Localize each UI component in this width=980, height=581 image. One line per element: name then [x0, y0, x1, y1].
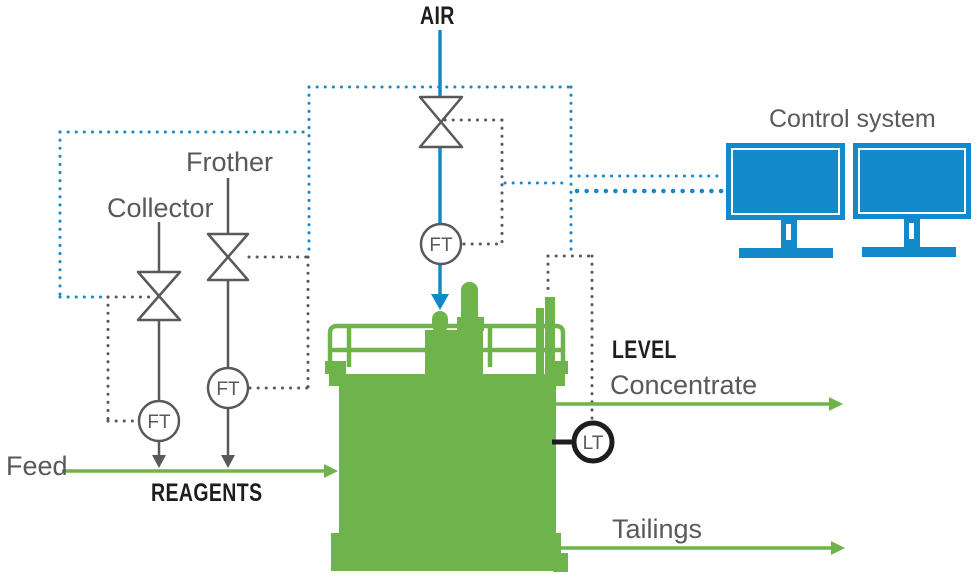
air-inlet-knob — [432, 311, 448, 333]
tailings-arrowhead — [831, 541, 845, 555]
monitor-right — [853, 143, 971, 257]
tank-base — [331, 533, 561, 571]
collector-arrowhead — [152, 455, 166, 468]
air-valve — [418, 95, 464, 149]
flotation-cell-tank — [325, 282, 568, 572]
monitor-right-neck-notch — [909, 223, 914, 239]
control-system-label: Control system — [769, 105, 936, 133]
tank-pipe-tall — [545, 297, 555, 378]
control-system-monitors — [726, 143, 971, 258]
collector-valve — [136, 270, 182, 322]
monitor-left-base — [739, 248, 833, 258]
air-label: AIR — [420, 2, 455, 30]
instrument-bubbles: FT FT FT LT — [137, 222, 615, 464]
monitor-left-screen — [731, 148, 840, 215]
air-ft-circle — [419, 222, 463, 266]
feed-arrowhead — [324, 464, 338, 478]
frother-arrowhead — [221, 455, 235, 468]
concentrate-arrowhead — [829, 397, 843, 411]
gray-signal-lines — [106, 118, 594, 423]
feed-label: Feed — [6, 451, 68, 481]
collector-label: Collector — [107, 193, 214, 223]
monitor-right-base — [862, 247, 956, 257]
agitator-shaft — [461, 282, 478, 330]
air-arrowhead — [431, 294, 449, 310]
railing-top-rail — [327, 323, 566, 367]
control-valves — [136, 95, 464, 322]
tank-pipe-thin — [536, 308, 544, 378]
air-ft-label: FT — [429, 235, 453, 256]
level-transmitter-circle — [571, 420, 615, 464]
tank-flange — [329, 374, 565, 386]
level-label: LEVEL — [612, 336, 677, 364]
process-streams — [62, 402, 832, 550]
agitator-block — [425, 330, 483, 375]
monitor-right-bezel — [853, 143, 971, 219]
tank-railing — [327, 323, 566, 367]
concentrate-label: Concentrate — [610, 370, 758, 400]
tank-body — [339, 386, 556, 533]
frother-ft-label: FT — [216, 379, 240, 400]
reagent-pipes — [157, 178, 230, 457]
monitor-left — [726, 143, 845, 258]
frother-label: Frother — [186, 147, 274, 177]
level-transmitter-label: LT — [583, 433, 604, 454]
collector-ft-circle — [137, 399, 181, 443]
frother-valve — [206, 232, 250, 282]
tailings-label: Tailings — [612, 514, 703, 544]
tank-base-nub — [553, 553, 568, 572]
monitor-right-screen — [858, 148, 966, 214]
monitor-left-bezel — [726, 143, 845, 220]
monitor-left-neck-notch — [786, 224, 791, 240]
frother-ft-circle — [206, 366, 250, 410]
reagents-label: REAGENTS — [151, 479, 263, 507]
collector-ft-label: FT — [147, 412, 171, 433]
